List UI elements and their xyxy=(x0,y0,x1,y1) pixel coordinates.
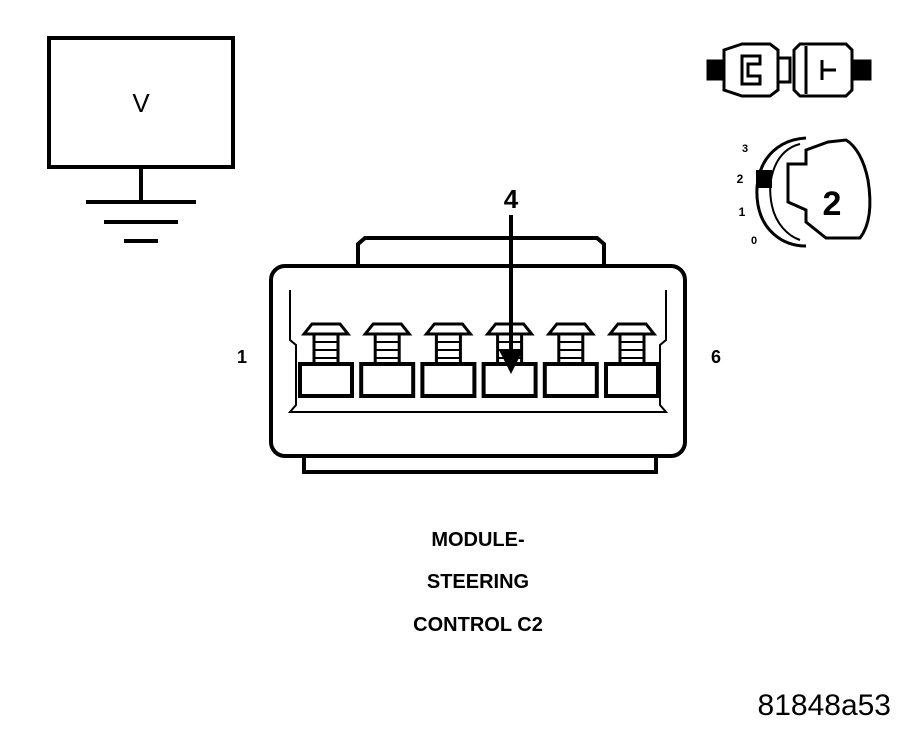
voltmeter-icon xyxy=(47,36,235,169)
ignition-scale-2: 2 xyxy=(737,172,744,186)
pin-label-first: 1 xyxy=(237,347,247,367)
voltmeter-symbol: V xyxy=(132,88,150,118)
ignition-scale-3: 3 xyxy=(742,143,748,155)
ground-icon xyxy=(86,200,196,243)
terminal-cavity-1 xyxy=(298,322,354,398)
pin-label-last: 6 xyxy=(711,347,721,367)
caption-line-1: MODULE- xyxy=(431,529,524,551)
ignition-key-icon: 3 2 1 0 2 xyxy=(737,136,872,248)
connector-type-icon xyxy=(706,42,872,98)
ignition-scale-1: 1 xyxy=(739,205,746,219)
caption-line-2: STEERING xyxy=(427,571,529,593)
ignition-scale-0: 0 xyxy=(751,235,757,247)
ignition-position: 2 xyxy=(823,185,842,223)
voltmeter: V xyxy=(47,36,235,243)
figure-id: 81848a53 xyxy=(758,689,891,722)
caption-line-3: CONTROL C2 xyxy=(413,614,543,636)
terminal-cavity-5 xyxy=(542,322,599,398)
measurement-arrow xyxy=(499,215,523,374)
terminal-cavity-2 xyxy=(359,322,416,398)
terminal-cavity-6 xyxy=(604,322,660,398)
connector-c2: 4 xyxy=(269,184,687,474)
measured-pin-label: 4 xyxy=(504,184,519,214)
terminal-cavity-3 xyxy=(420,322,477,398)
